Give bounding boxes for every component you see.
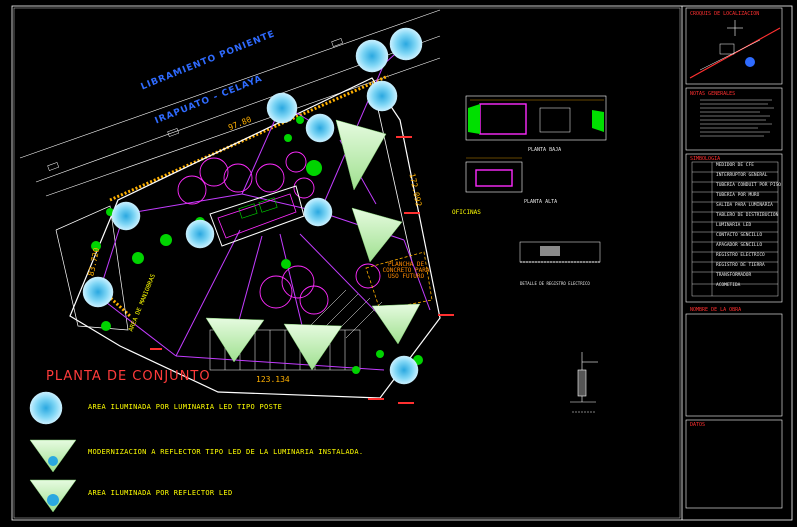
label-planta-alta: PLANTA ALTA (524, 199, 558, 205)
location-sketch (689, 20, 781, 79)
symbol-row-label: TABLERO DE DISTRIBUCION (716, 213, 779, 218)
plan-reflector-triangles (205, 119, 421, 371)
legend-item-lamp: AREA ILUMINADA POR LUMINARIA LED TIPO PO… (88, 403, 283, 411)
road-vehicles (47, 38, 344, 171)
main-title: PLANTA DE CONJUNTO (46, 369, 211, 384)
plan-lamp-circles (82, 27, 423, 385)
symbol-row-label: APAGADOR SENCILLO (716, 243, 763, 248)
symbol-row-label: ACOMETIDA (716, 283, 741, 288)
symbol-row-label: LUMINARIA LED (716, 223, 752, 228)
symbol-row-label: TRANSFORMADOR (716, 273, 752, 278)
central-building (209, 185, 305, 247)
title-block (685, 7, 783, 509)
symbol-row-label: SALIDA PARA LUMINARIA (716, 203, 773, 208)
floor-plan-baja (465, 95, 607, 141)
sheet-border (11, 5, 793, 521)
symbol-row-label: TUBERIA CONDUIT POR PISO (716, 183, 782, 188)
pole-detail (570, 352, 598, 413)
notes-lines (700, 99, 774, 137)
circle-lamp-icon (29, 391, 63, 425)
symbol-row-label: TUBERIA POR MURO (716, 193, 760, 198)
titleblock-symbols-heading: SIMBOLOGIA (690, 156, 721, 162)
floor-plan-alta (465, 157, 523, 193)
concrete-pad (365, 251, 433, 311)
symbol-row-label: MEDIDOR DE CFE (716, 163, 754, 168)
inner-border (13, 7, 681, 519)
symbol-table (691, 161, 779, 297)
symbol-row-label: REGISTRO DE TIERRA (716, 263, 765, 268)
symbol-row-label: CONTACTO SENCILLO (716, 233, 763, 238)
right-edge-line (371, 81, 413, 263)
magenta-rings (177, 151, 381, 315)
legend-item-reflector-led: AREA ILUMINADA POR REFLECTOR LED (88, 489, 233, 497)
titleblock-notes-heading: NOTAS GENERALES (690, 91, 736, 97)
label-future-pad: PLANCHA DE CONCRETO PARA USO FUTURO (382, 261, 430, 280)
titleblock-bottom-heading: DATOS (690, 422, 706, 428)
dimension-bottom: 123.134 (256, 375, 290, 384)
section-detail (519, 241, 601, 263)
label-detail: DETALLE DE REGISTRO ELECTRICO (520, 281, 590, 286)
left-lot (55, 205, 129, 331)
red-tags (150, 136, 454, 404)
titleblock-approval-heading: NOMBRE DE LA OBRA (690, 307, 742, 313)
label-oficinas: OFICINAS (452, 209, 481, 216)
legend-item-reflector-upgrade: MODERNIZACION A REFLECTOR TIPO LED DE LA… (88, 448, 364, 456)
titleblock-location-heading: CROQUIS DE LOCALIZACION (690, 11, 760, 17)
legend-symbols (29, 391, 77, 513)
symbol-row-label: INTERRUPTOR GENERAL (716, 173, 768, 178)
label-planta-baja: PLANTA BAJA (528, 147, 562, 153)
symbol-row-label: REGISTRO ELECTRICO (716, 253, 765, 258)
fence-line (100, 74, 389, 318)
